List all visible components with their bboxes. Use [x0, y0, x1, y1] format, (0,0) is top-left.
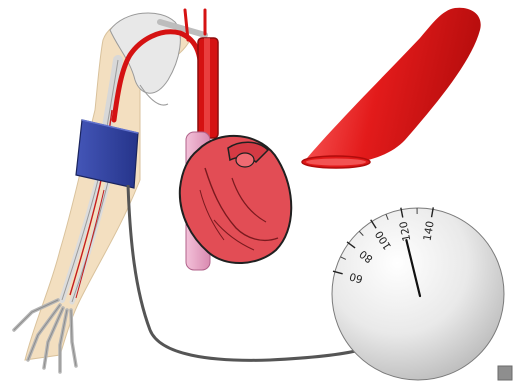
artery-vessel-icon — [302, 8, 481, 168]
arm-anatomy-icon — [14, 13, 205, 372]
corner-square — [498, 366, 512, 380]
